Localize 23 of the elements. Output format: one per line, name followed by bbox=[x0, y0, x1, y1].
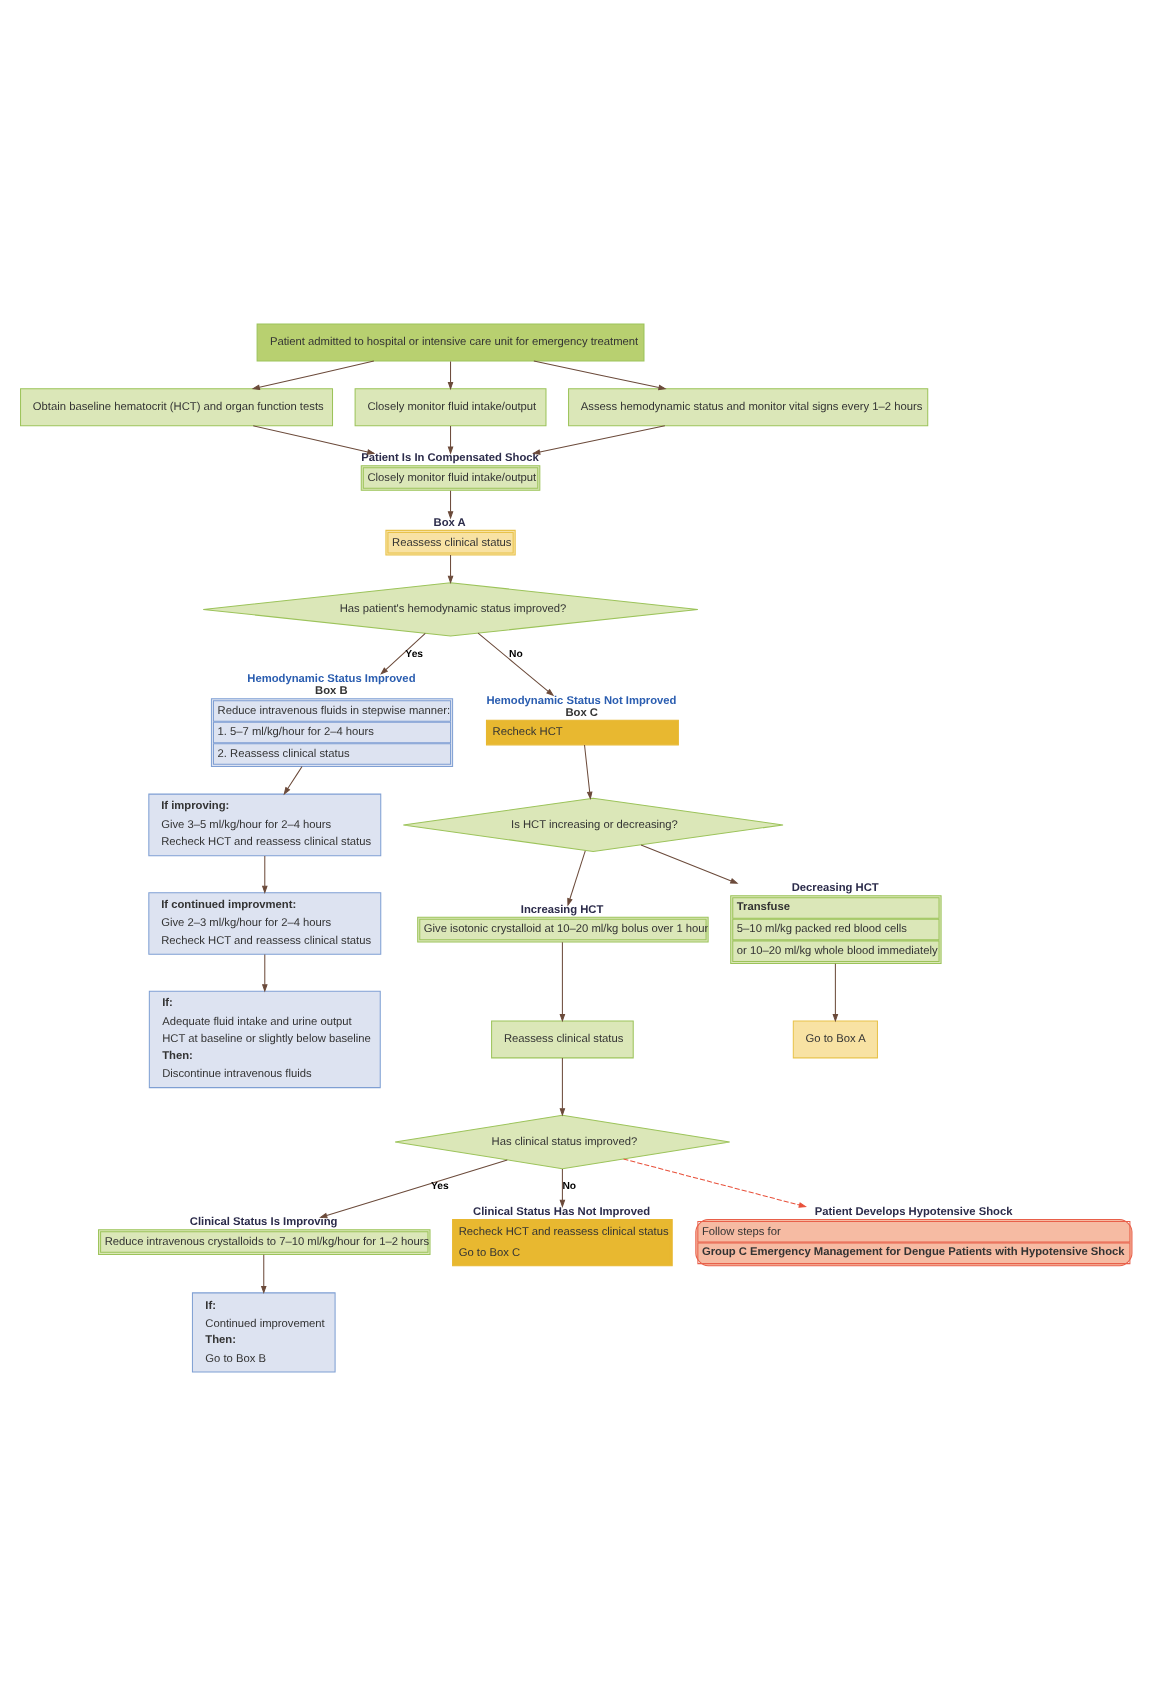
arrow bbox=[447, 360, 454, 391]
arrow bbox=[559, 941, 566, 1023]
arrow bbox=[832, 963, 839, 1023]
arrow bbox=[447, 490, 454, 520]
arrow bbox=[623, 1158, 807, 1208]
arrow bbox=[380, 633, 426, 675]
arrow bbox=[584, 744, 593, 800]
arrow bbox=[559, 1057, 566, 1117]
arrow bbox=[559, 1168, 566, 1209]
arrow bbox=[640, 844, 739, 884]
arrow bbox=[251, 360, 375, 390]
arrow bbox=[477, 632, 555, 697]
arrow bbox=[283, 766, 303, 796]
arrow bbox=[533, 360, 667, 391]
arrow bbox=[532, 425, 666, 455]
arrow bbox=[260, 1254, 267, 1295]
arrow bbox=[261, 953, 268, 993]
arrow bbox=[319, 1159, 508, 1219]
arrow bbox=[567, 850, 586, 907]
arrow bbox=[261, 855, 268, 894]
arrow bbox=[447, 554, 454, 585]
arrow bbox=[252, 425, 376, 455]
arrow bbox=[447, 425, 454, 455]
